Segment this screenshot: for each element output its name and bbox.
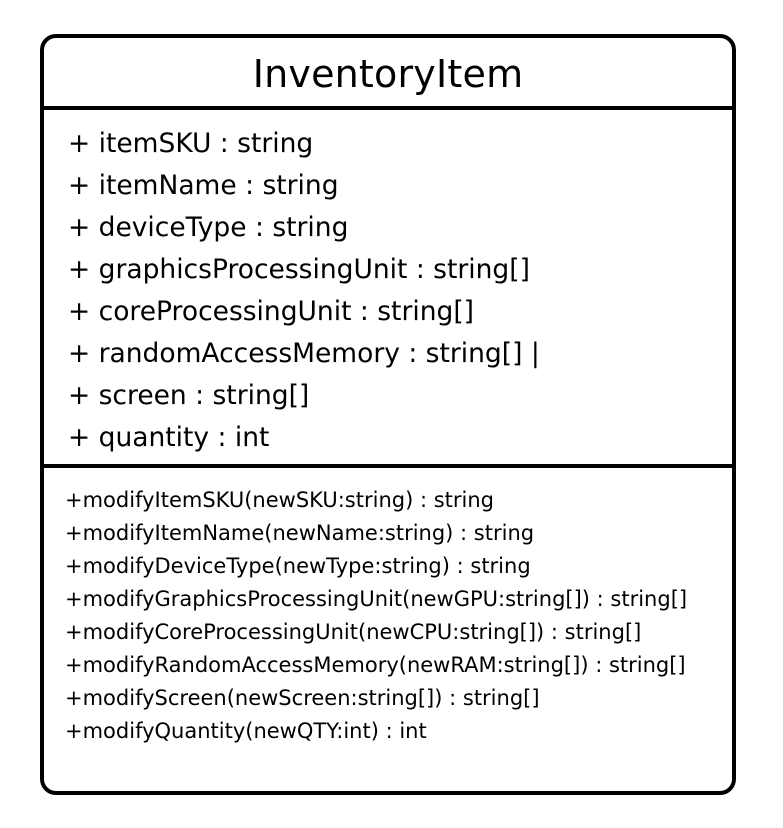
attribute-item-sku: + itemSKU : string (68, 128, 314, 159)
attribute-graphics-processing-unit: + graphicsProcessingUnit : string[] (68, 254, 530, 285)
operation-modify-core-processing-unit: +modifyCoreProcessingUnit(newCPU:string[… (65, 620, 642, 644)
operation-modify-screen: +modifyScreen(newScreen:string[]) : stri… (65, 686, 540, 710)
class-name: InventoryItem (252, 52, 524, 96)
operation-modify-item-name: +modifyItemName(newName:string) : string (65, 521, 535, 545)
attributes-operations-divider (44, 464, 732, 468)
operation-modify-random-access-memory: +modifyRandomAccessMemory(newRAM:string[… (65, 653, 686, 677)
attribute-screen: + screen : string[] (68, 380, 310, 411)
operations-compartment: +modifyItemSKU(newSKU:string) : string +… (65, 484, 687, 748)
uml-class-box: InventoryItem + itemSKU : string + itemN… (40, 34, 736, 795)
operation-modify-item-sku: +modifyItemSKU(newSKU:string) : string (65, 488, 494, 512)
attribute-core-processing-unit: + coreProcessingUnit : string[] (68, 296, 475, 327)
operation-modify-device-type: +modifyDeviceType(newType:string) : stri… (65, 554, 531, 578)
attribute-random-access-memory: + randomAccessMemory : string[] | (68, 338, 540, 369)
name-attributes-divider (44, 106, 732, 110)
operation-modify-graphics-processing-unit: +modifyGraphicsProcessingUnit(newGPU:str… (65, 587, 688, 611)
operation-modify-quantity: +modifyQuantity(newQTY:int) : int (65, 719, 427, 743)
attributes-compartment: + itemSKU : string + itemName : string +… (68, 123, 540, 459)
attribute-item-name: + itemName : string (68, 170, 339, 201)
attribute-device-type: + deviceType : string (68, 212, 349, 243)
attribute-quantity: + quantity : int (68, 422, 270, 453)
